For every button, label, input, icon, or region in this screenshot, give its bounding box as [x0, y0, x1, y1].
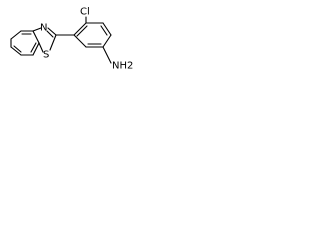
bond-benzo-4: [32, 42, 40, 56]
atom-labels: N S Cl NH2: [40, 7, 133, 72]
bond-ring-4: [102, 34, 112, 48]
bond-ring-3: [102, 22, 112, 36]
benzothiazole-chloroaniline-structure: N S Cl NH2: [10, 7, 133, 72]
bond-s-c7a: [38, 42, 44, 53]
bond-benzo-6-inner: [13, 45, 22, 53]
bond-benzo-4-inner: [30, 42, 37, 53]
bond-benzo-3: [32, 30, 40, 44]
bond-ring-1: [73, 22, 87, 36]
bond-c3a-n: [32, 27, 42, 32]
bond-ring-3-inner: [100, 25, 108, 36]
bond-n-c2-inner: [46, 30, 54, 38]
bond-ring-6: [73, 34, 87, 48]
sulfur-label: S: [43, 50, 49, 61]
bond-n-c2: [47, 27, 57, 36]
bond-nh2: [102, 46, 112, 64]
amine-label: NH2: [112, 61, 133, 72]
bond-benzo-1: [10, 30, 22, 40]
chlorine-label: Cl: [80, 7, 90, 18]
bond-benzo-6: [10, 46, 22, 56]
bond-c2-s: [49, 34, 57, 51]
bond-lines: [10, 16, 112, 64]
nitrogen-label: N: [40, 23, 47, 34]
bond-ring-1-inner: [76, 25, 88, 37]
